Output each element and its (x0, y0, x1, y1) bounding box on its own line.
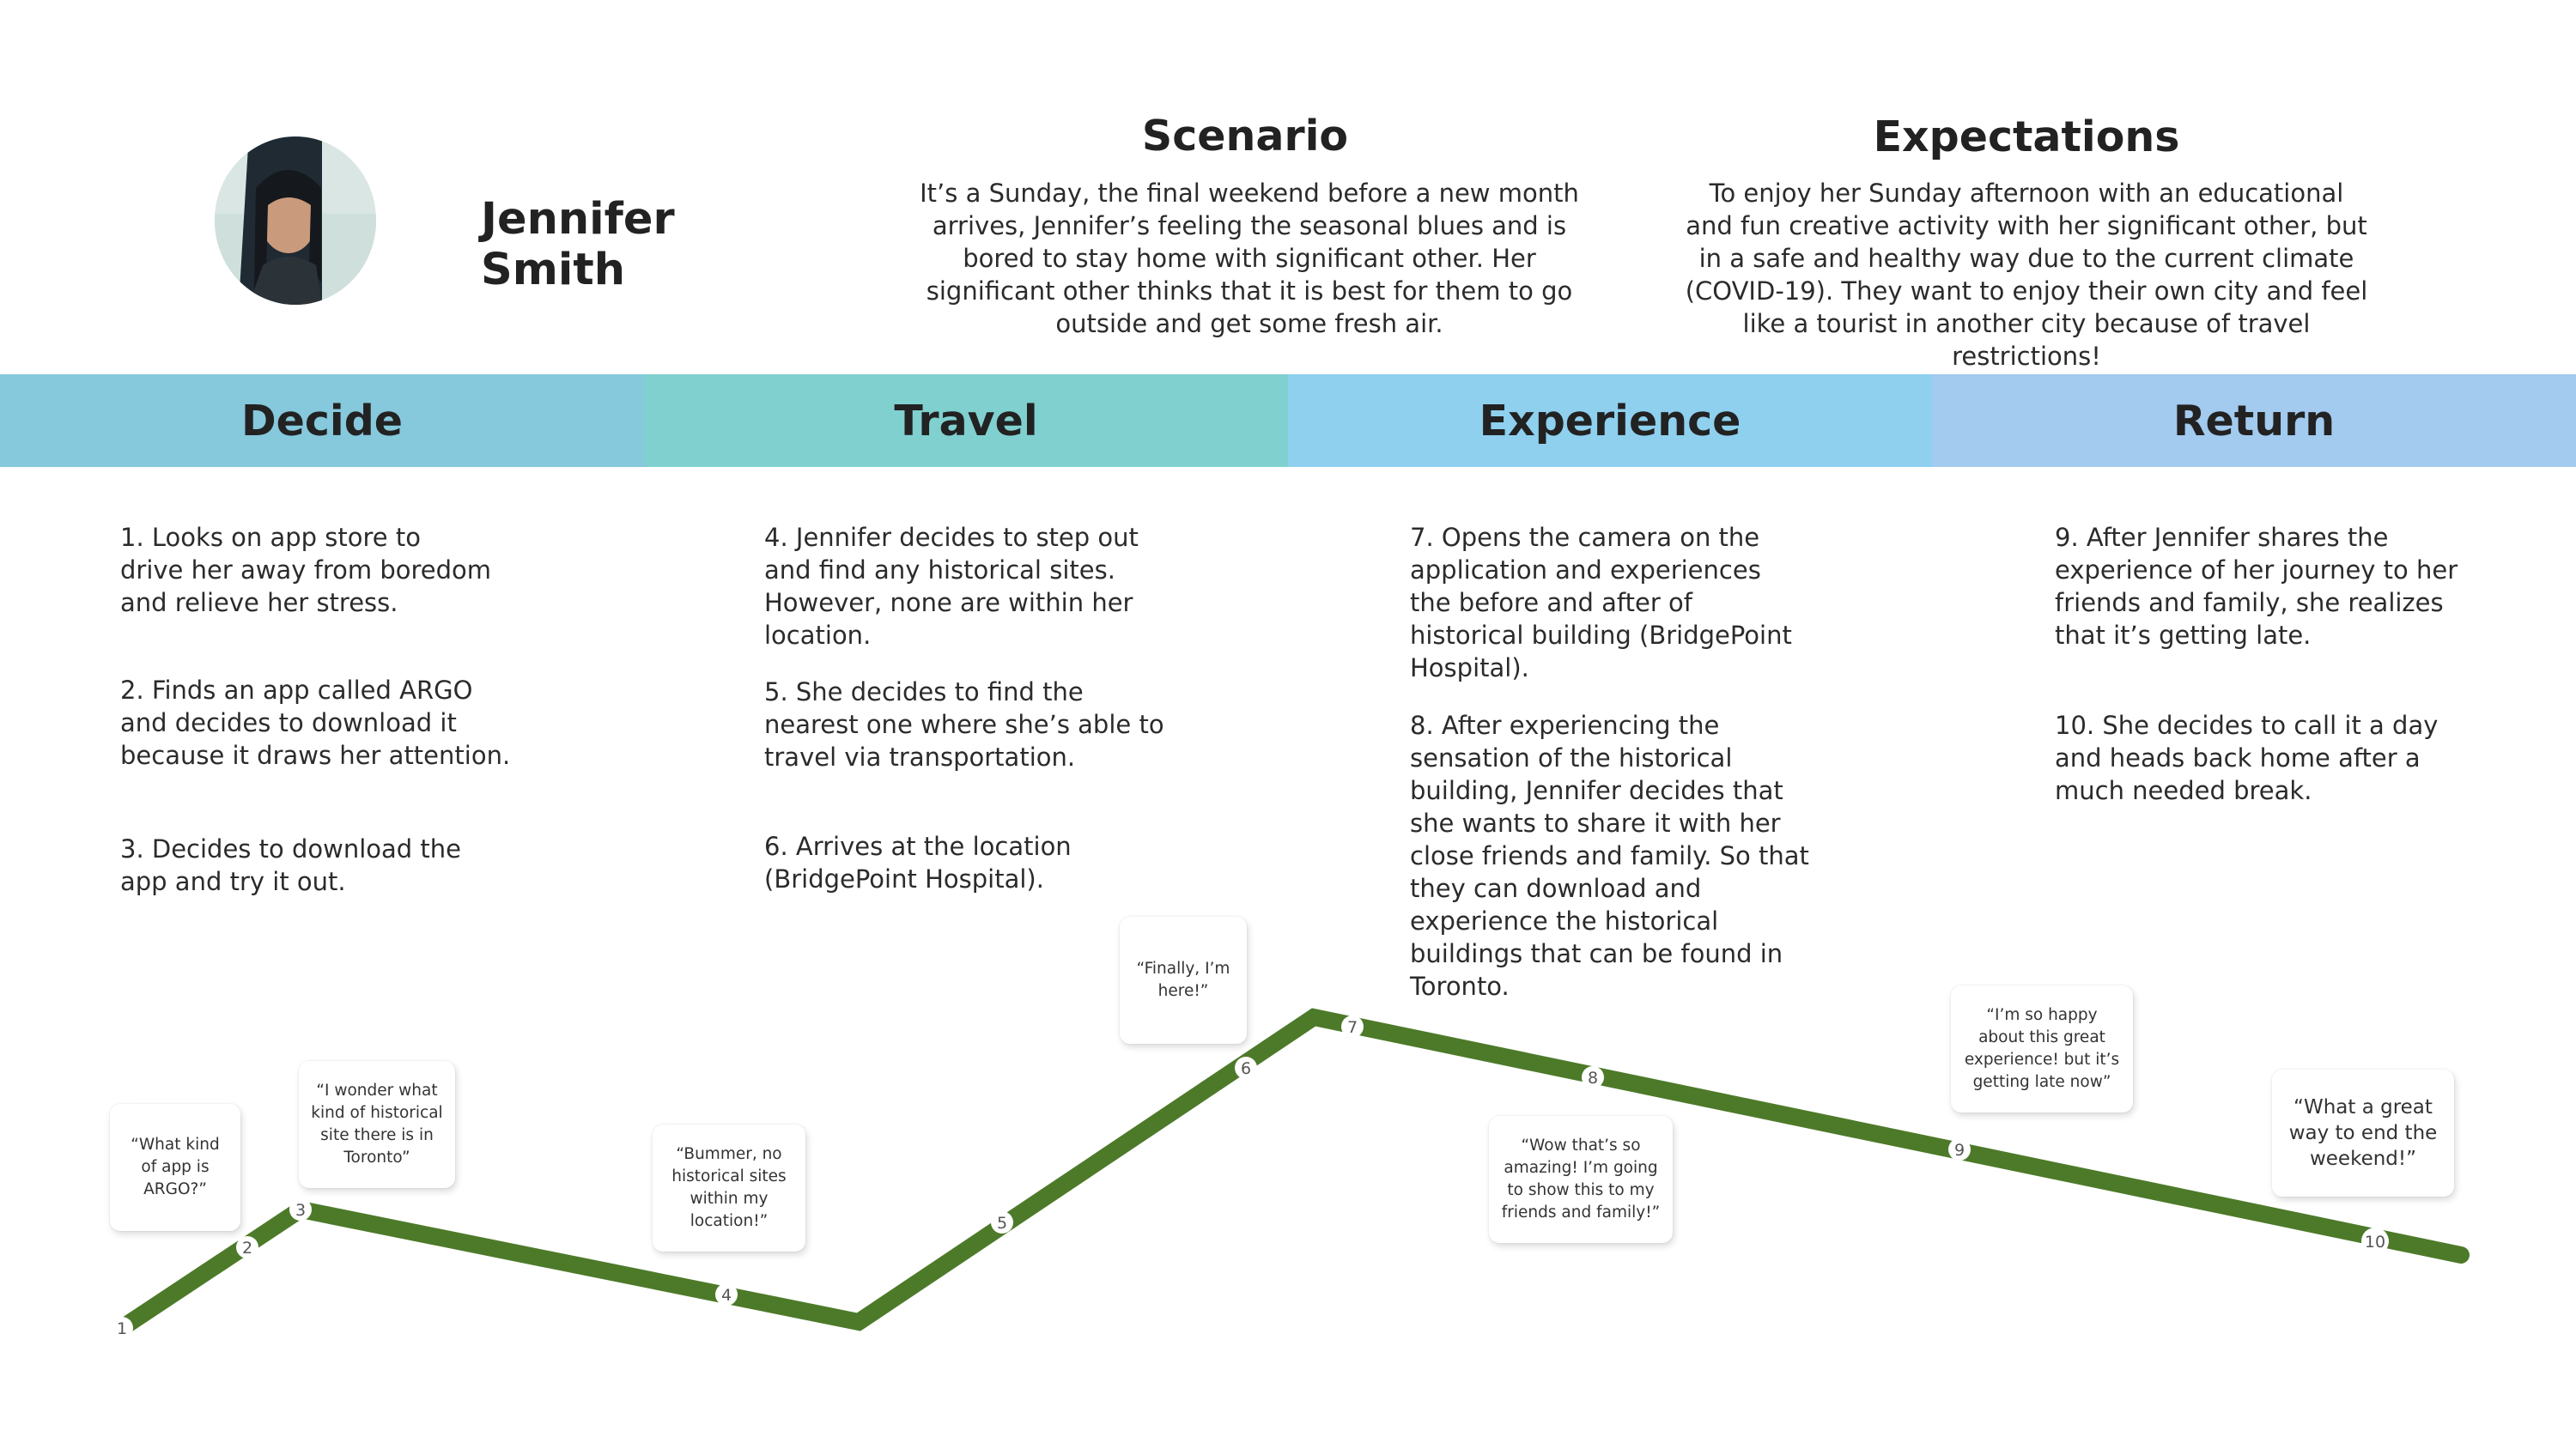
journey-point-label-1: 1 (117, 1319, 127, 1338)
step-7: 7. Opens the camera on the application a… (1410, 523, 1792, 682)
quote-bubble-3: “I wonder what kind of historical site t… (299, 1061, 455, 1188)
journey-point-3 (289, 1198, 312, 1221)
journey-point-label-10: 10 (2365, 1233, 2385, 1252)
phase-experience: Experience (1288, 374, 1932, 467)
journey-point-5 (991, 1211, 1013, 1234)
step-1: 1. Looks on app store to drive her away … (120, 523, 491, 617)
phase-return: Return (1932, 374, 2576, 467)
journey-point-label-6: 6 (1241, 1059, 1251, 1078)
persona-photo (215, 136, 376, 305)
persona-avatar (215, 136, 376, 305)
quote-bubble-6: “Finally, I’m here!” (1120, 917, 1247, 1044)
journey-point-label-5: 5 (997, 1214, 1007, 1233)
quote-bubble-1: “What kind of app is ARGO?” (110, 1104, 240, 1231)
quote-bubble-8: “Wow that’s so amazing! I’m going to sho… (1489, 1116, 1673, 1243)
journey-point-6 (1235, 1057, 1257, 1079)
phase-bar: Decide Travel Experience Return (0, 374, 2576, 467)
step-2: 2. Finds an app called ARGO and decides … (120, 676, 511, 770)
step-5: 5. She decides to find the nearest one w… (764, 677, 1164, 772)
journey-point-label-3: 3 (295, 1201, 306, 1220)
step-3: 3. Decides to download the app and try i… (120, 834, 462, 896)
phase-decide: Decide (0, 374, 644, 467)
persona-name: Jennifer Smith (481, 194, 675, 295)
step-10: 10. She decides to call it a day and hea… (2055, 711, 2439, 805)
journey-point-1 (111, 1317, 133, 1339)
step-8: 8. After experiencing the sensation of t… (1410, 711, 1809, 1001)
quote-bubble-4: “Bummer, no historical sites within my l… (653, 1125, 805, 1252)
journey-point-2 (236, 1236, 258, 1258)
journey-point-label-7: 7 (1347, 1018, 1358, 1037)
journey-point-7 (1341, 1016, 1364, 1038)
journey-point-label-8: 8 (1588, 1069, 1598, 1088)
journey-point-label-9: 9 (1954, 1141, 1965, 1160)
journey-point-label-4: 4 (721, 1286, 732, 1305)
step-4: 4. Jennifer decides to step out and find… (764, 523, 1139, 650)
step-9: 9. After Jennifer shares the experience … (2055, 523, 2458, 650)
phase-travel: Travel (644, 374, 1288, 467)
quote-bubble-10: “What a great way to end the weekend!” (2272, 1070, 2454, 1197)
scenario-text: It’s a Sunday, the final weekend before … (920, 179, 1579, 338)
journey-point-10 (2361, 1228, 2389, 1255)
journey-point-8 (1582, 1066, 1604, 1088)
expectations-title: Expectations (1873, 112, 2180, 161)
step-6: 6. Arrives at the location (BridgePoint … (764, 832, 1072, 894)
journey-point-label-2: 2 (242, 1239, 252, 1258)
journey-point-9 (1948, 1138, 1971, 1161)
journey-point-4 (715, 1283, 738, 1306)
scenario-title: Scenario (1141, 112, 1349, 161)
quote-bubble-9: “I’m so happy about this great experienc… (1951, 985, 2133, 1113)
expectations-text: To enjoy her Sunday afternoon with an ed… (1685, 179, 2368, 371)
